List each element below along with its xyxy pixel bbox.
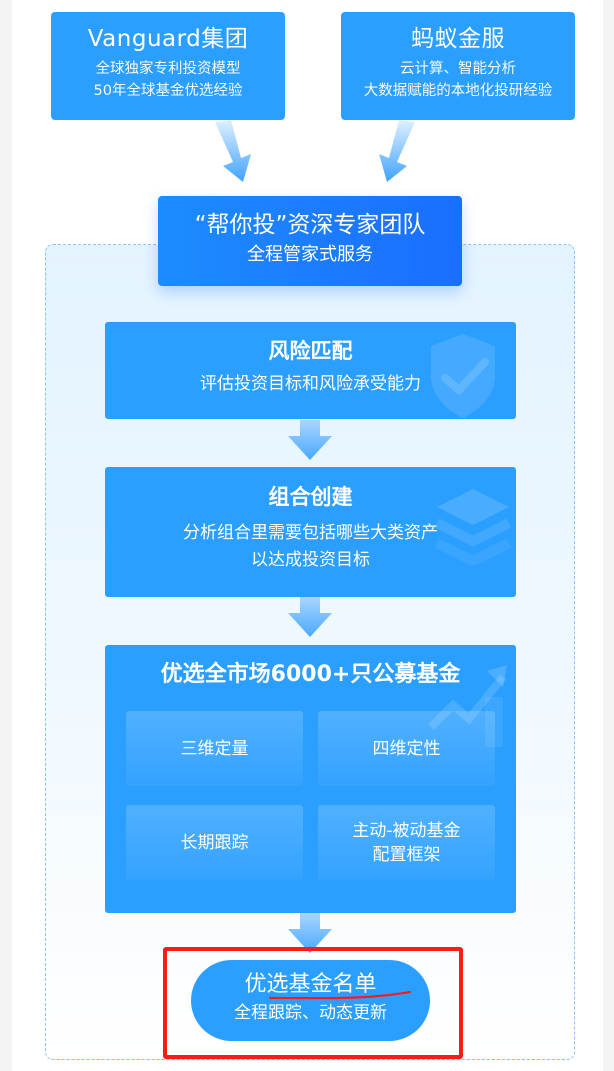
annotation-underline-stroke bbox=[268, 990, 412, 1000]
tile-label: 配置框架 bbox=[372, 844, 441, 865]
expert-team-title: “帮你投”资深专家团队 bbox=[194, 212, 426, 238]
step-title: 优选全市场6000+只公募基金 bbox=[160, 662, 461, 687]
source-card-vanguard: Vanguard集团 全球独家专利投资模型 50年全球基金优选经验 bbox=[51, 12, 285, 120]
expert-team-subtitle: 全程管家式服务 bbox=[247, 244, 373, 265]
arrow-down-icon bbox=[288, 597, 332, 637]
layers-icon bbox=[434, 489, 512, 565]
source-title: Vanguard集团 bbox=[87, 26, 249, 52]
step-line: 分析组合里需要包括哪些大类资产 bbox=[183, 523, 438, 543]
source-line: 云计算、智能分析 bbox=[400, 61, 516, 77]
annotation-highlight-box bbox=[163, 947, 463, 1059]
step-portfolio-creation: 组合创建 分析组合里需要包括哪些大类资产 以达成投资目标 bbox=[105, 467, 516, 597]
step-risk-matching: 风险匹配 评估投资目标和风险承受能力 bbox=[105, 322, 516, 419]
tile-label: 四维定性 bbox=[372, 738, 441, 759]
criteria-tile: 长期跟踪 bbox=[126, 805, 303, 880]
expert-team-box: “帮你投”资深专家团队 全程管家式服务 bbox=[158, 196, 462, 286]
criteria-tile: 四维定性 bbox=[318, 711, 495, 786]
tile-label: 三维定量 bbox=[180, 738, 249, 759]
source-card-ant-financial: 蚂蚁金服 云计算、智能分析 大数据赋能的本地化投研经验 bbox=[341, 12, 575, 120]
trend-up-chart-icon bbox=[428, 665, 507, 747]
step-title: 风险匹配 bbox=[268, 339, 353, 363]
arrow-down-right-icon bbox=[215, 120, 251, 182]
source-line: 全球独家专利投资模型 bbox=[95, 61, 241, 77]
step-title: 组合创建 bbox=[268, 485, 353, 509]
criteria-tile: 三维定量 bbox=[126, 711, 303, 786]
source-line: 50年全球基金优选经验 bbox=[93, 83, 243, 99]
result-subtitle: 全程跟踪、动态更新 bbox=[234, 1003, 387, 1023]
arrow-down-icon bbox=[288, 420, 332, 460]
step-line: 以达成投资目标 bbox=[251, 550, 370, 570]
source-title: 蚂蚁金服 bbox=[411, 26, 505, 52]
result-title: 优选基金名单 bbox=[244, 972, 377, 997]
result-fund-list-pill: 优选基金名单 全程跟踪、动态更新 bbox=[191, 960, 430, 1041]
step-fund-selection: 优选全市场6000+只公募基金 三维定量 四维定性 长期跟踪 主动-被动基金 配… bbox=[105, 645, 516, 913]
arrow-down-icon bbox=[288, 913, 332, 953]
criteria-tile: 主动-被动基金 配置框架 bbox=[318, 805, 495, 880]
step-line: 评估投资目标和风险承受能力 bbox=[200, 374, 421, 394]
tile-label: 长期跟踪 bbox=[180, 832, 249, 853]
source-line: 大数据赋能的本地化投研经验 bbox=[363, 83, 553, 99]
shield-check-icon bbox=[431, 334, 495, 418]
tile-label: 主动-被动基金 bbox=[352, 820, 461, 841]
arrow-down-left-icon bbox=[379, 120, 415, 182]
